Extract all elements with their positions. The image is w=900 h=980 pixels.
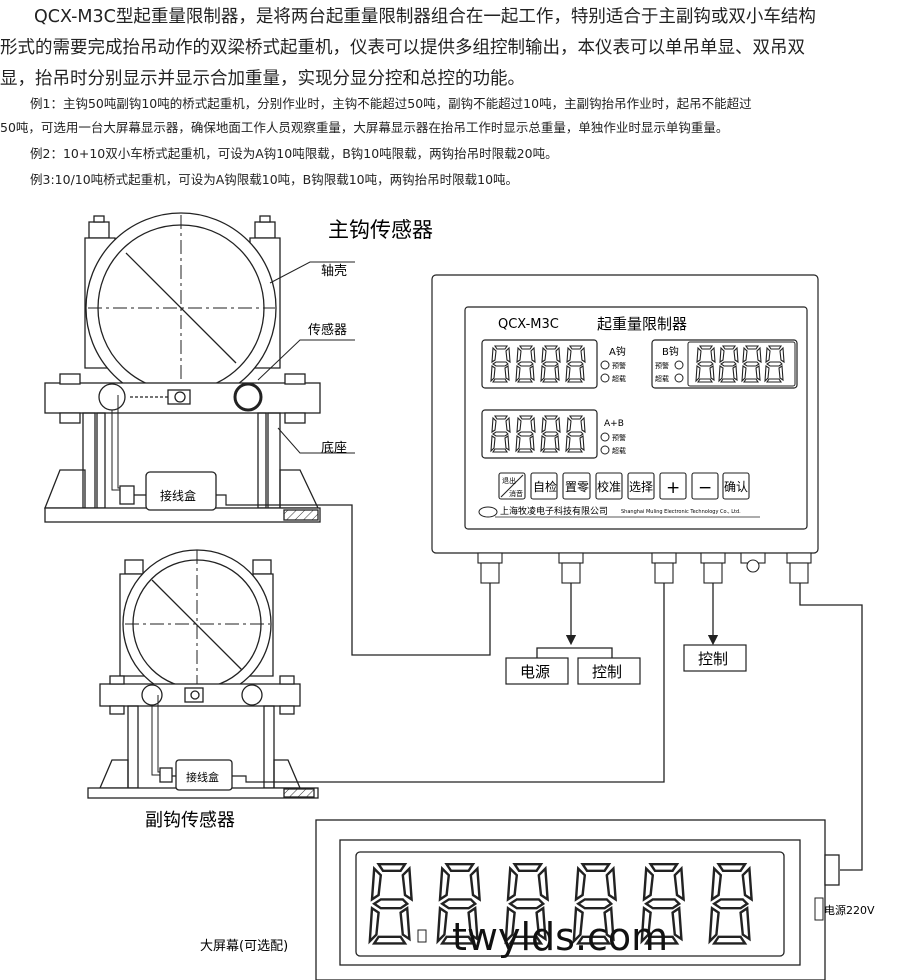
- minus-label: −: [698, 478, 712, 498]
- control-output-label-2: 控制: [698, 650, 728, 668]
- confirm-button[interactable]: [722, 472, 750, 500]
- a-warn-led: [600, 360, 610, 370]
- ab-over-label: 超载: [612, 446, 626, 455]
- intro-line-1: QCX-M3C型起重量限制器，是将两台起重量限制器组合在一起工作，特别适合于主副…: [34, 7, 816, 27]
- confirm-label: 确认: [724, 480, 748, 494]
- a-over-led: [600, 373, 610, 383]
- control-output-label-1: 控制: [592, 663, 622, 681]
- aux-hook-sensor: [87, 549, 319, 799]
- control-output-box-2: [683, 644, 747, 672]
- a-hook-label: A钩: [609, 346, 626, 358]
- minus-button[interactable]: [691, 472, 719, 500]
- b-over-led: [674, 373, 684, 383]
- b-warn-led: [674, 360, 684, 370]
- calibrate-button[interactable]: [595, 472, 623, 500]
- ab-warn-led: [600, 432, 610, 442]
- example-1-line-2: 50吨，可选用一台大屏幕显示器，确保地面工作人员观察重量，大屏幕显示器在抬吊工作…: [0, 120, 729, 135]
- power-220-label: 电源220V: [824, 903, 875, 917]
- exit-label: 退出: [502, 476, 516, 485]
- b-hook-label: B钩: [662, 346, 679, 358]
- ab-label: A+B: [604, 419, 624, 429]
- plus-button[interactable]: [659, 472, 687, 500]
- b-hook-panel: [651, 339, 798, 389]
- a-over-label: 超载: [612, 374, 626, 383]
- select-button[interactable]: [627, 472, 655, 500]
- b-warn-label: 预警: [655, 361, 669, 370]
- zero-button[interactable]: [562, 472, 591, 500]
- ab-display: [481, 409, 598, 459]
- calibrate-label: 校准: [597, 479, 621, 494]
- instrument-model: QCX-M3C: [498, 317, 559, 332]
- shell-label: 轴壳: [321, 264, 347, 279]
- company-name: 上海牧凌电子科技有限公司: [500, 505, 608, 517]
- selftest-button[interactable]: [530, 472, 558, 500]
- zero-label: 置零: [565, 480, 589, 494]
- power-output-box: [505, 657, 569, 685]
- selftest-label: 自检: [533, 479, 557, 494]
- exit-mute-divider: [500, 474, 524, 498]
- select-label: 选择: [629, 480, 653, 494]
- intro-line-3: 显，抬吊时分别显示并显示合加重量，实现分显分控和总控的功能。: [0, 69, 525, 89]
- company-name-en: Shanghai Muling Electronic Technology Co…: [621, 509, 741, 515]
- ab-warn-label: 预警: [612, 433, 626, 442]
- instrument-name: 起重量限制器: [597, 315, 687, 333]
- example-2: 例2：10+10双小车桥式起重机，可设为A钩10吨限载，B钩10吨限载，两钩抬吊…: [30, 146, 558, 161]
- b-hook-display: [687, 341, 796, 387]
- base-label: 底座: [321, 440, 347, 456]
- junction-box-1-label: 接线盒: [160, 488, 196, 503]
- cable-glands: [477, 552, 812, 584]
- power-inlet: [814, 897, 824, 921]
- main-sensor-title: 主钩传感器: [328, 218, 433, 242]
- main-hook-sensor: [44, 212, 321, 523]
- ab-over-led: [600, 445, 610, 455]
- company-logo-icon: [478, 506, 498, 518]
- watermark: twylds.com: [452, 915, 668, 959]
- a-hook-display: [481, 339, 598, 389]
- decimal-point: [417, 929, 427, 943]
- power-output-label: 电源: [520, 663, 550, 681]
- b-over-label: 超载: [655, 374, 669, 383]
- big-screen-label: 大屏幕(可选配): [200, 939, 288, 954]
- example-1-line-1: 例1：主钩50吨副钩10吨的桥式起重机，分别作业时，主钩不能超过50吨，副钩不能…: [30, 96, 752, 111]
- junction-box-2-label: 接线盒: [186, 770, 219, 784]
- intro-line-2: 形式的需要完成抬吊动作的双梁桥式起重机，仪表可以提供多组控制输出，本仪表可以单吊…: [0, 38, 805, 58]
- sensor-label: 传感器: [308, 322, 347, 338]
- a-warn-label: 预警: [612, 361, 626, 370]
- example-3: 例3:10/10吨桥式起重机，可设为A钩限载10吨，B钩限载10吨，两钩抬吊时限…: [30, 172, 519, 187]
- mute-label: 消音: [509, 489, 523, 498]
- aux-sensor-title: 副钩传感器: [145, 810, 235, 831]
- control-output-box-1: [577, 657, 641, 685]
- plus-label: +: [666, 478, 680, 498]
